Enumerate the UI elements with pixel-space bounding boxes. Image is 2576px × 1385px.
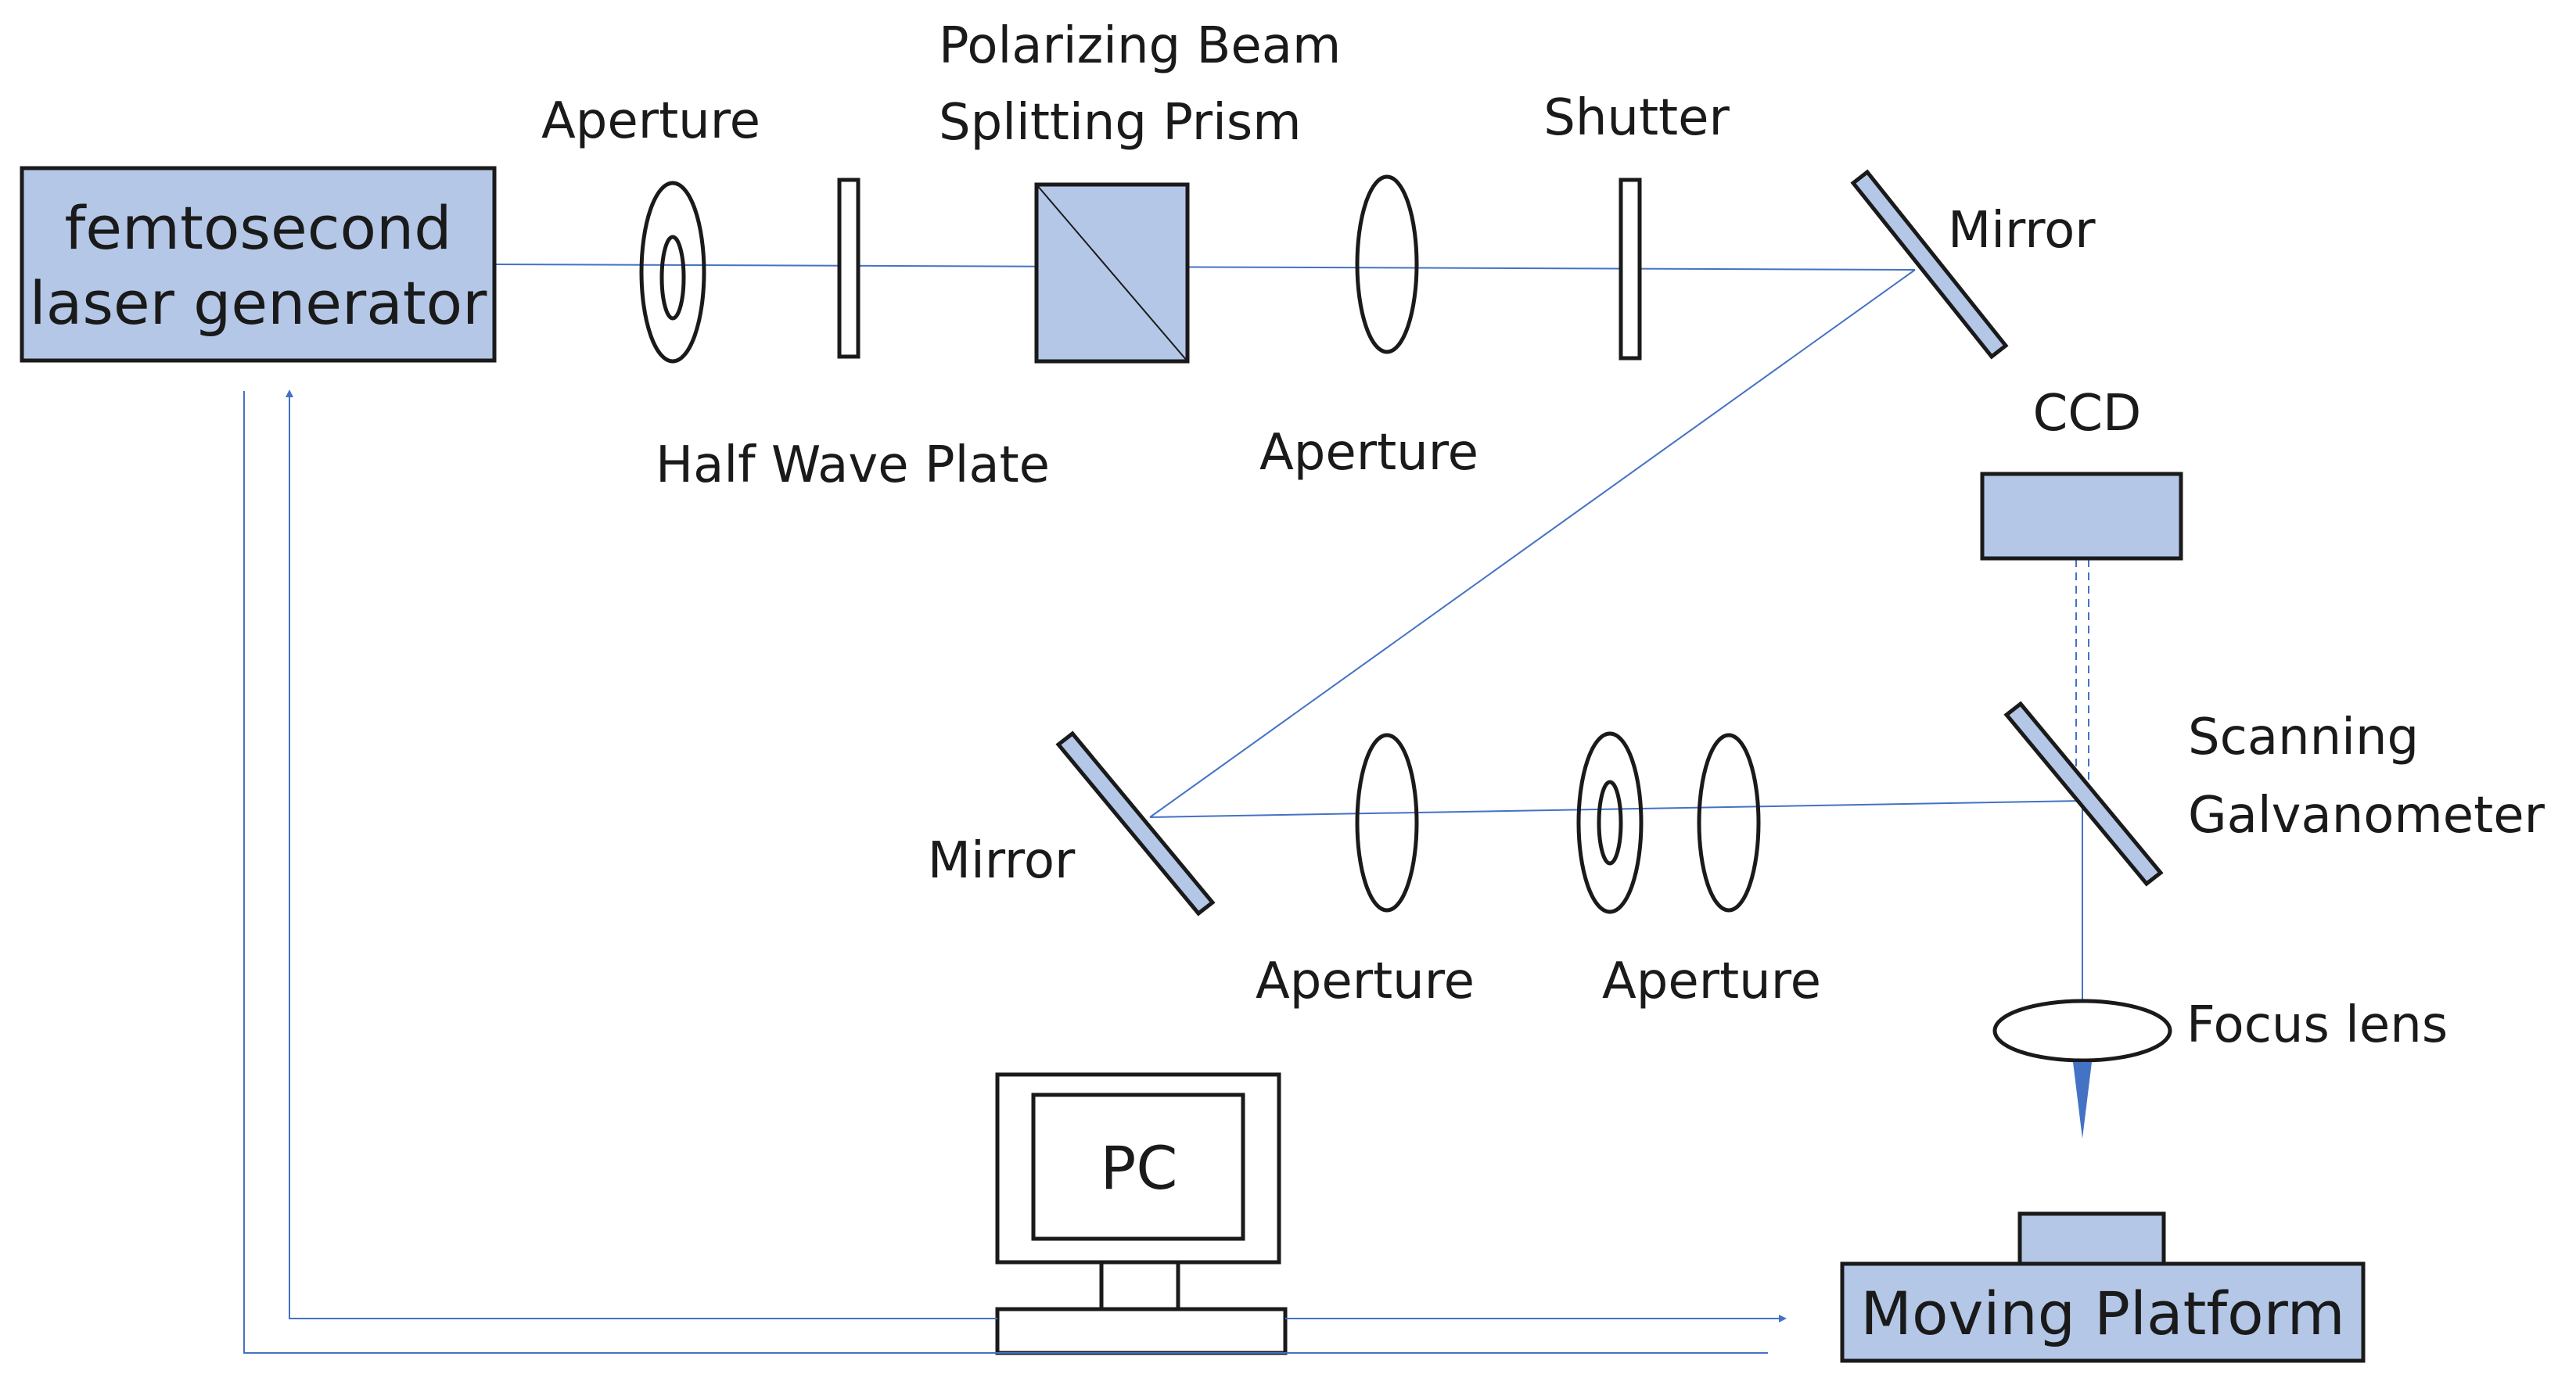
laser-label-line1: femtosecond bbox=[65, 193, 452, 263]
control-line-to-laser bbox=[286, 389, 997, 1319]
control-lines bbox=[243, 389, 1787, 1354]
shutter-label: Shutter bbox=[1543, 89, 1730, 147]
control-line-outer bbox=[243, 391, 1768, 1354]
focus-lens: Focus lens bbox=[1992, 996, 2448, 1139]
aperture-3: Aperture bbox=[1256, 733, 1475, 1010]
moving-platform: Moving Platform bbox=[1840, 1211, 2366, 1363]
shutter: Shutter bbox=[1543, 89, 1730, 361]
beam-lower bbox=[1149, 800, 2083, 818]
focus-lens-label: Focus lens bbox=[2186, 996, 2448, 1054]
mirror-2-label: Mirror bbox=[928, 832, 1076, 890]
mirror-1: Mirror bbox=[1850, 169, 2096, 360]
beam-paths bbox=[494, 264, 2089, 999]
aperture-1: Aperture bbox=[541, 92, 760, 364]
platform-label: Moving Platform bbox=[1860, 1279, 2344, 1348]
galvo-label-line1: Scanning bbox=[2188, 709, 2419, 766]
focused-beam-cone bbox=[2073, 1062, 2092, 1139]
prism-label-line2: Splitting Prism bbox=[939, 94, 1302, 152]
pc: PC bbox=[995, 1072, 1288, 1355]
ccd-label: CCD bbox=[2033, 385, 2142, 443]
aperture-2-label: Aperture bbox=[1259, 424, 1478, 482]
half-wave-plate: Half Wave Plate bbox=[656, 178, 1050, 494]
pc-label: PC bbox=[1101, 1133, 1178, 1203]
beam-main bbox=[494, 264, 1916, 271]
prism-label-line1: Polarizing Beam bbox=[939, 17, 1341, 75]
aperture-1-label: Aperture bbox=[541, 92, 760, 150]
laser-label-line2: laser generator bbox=[30, 268, 487, 338]
beam-splitting-prism: Polarizing Beam Splitting Prism bbox=[939, 17, 1341, 364]
aperture-2: Aperture bbox=[1259, 174, 1478, 482]
laser-generator: femtosecond laser generator bbox=[20, 166, 497, 363]
beam-diagonal bbox=[1149, 269, 1916, 818]
mirror-2: Mirror bbox=[928, 730, 1216, 917]
galvo-label-line2: Galvanometer bbox=[2188, 787, 2545, 845]
mirror-1-label: Mirror bbox=[1948, 202, 2096, 260]
aperture-4: Aperture bbox=[1576, 731, 1821, 1010]
ccd-camera: CCD bbox=[1980, 385, 2183, 561]
scanning-galvanometer: Scanning Galvanometer bbox=[2003, 701, 2545, 887]
half-wave-plate-label: Half Wave Plate bbox=[656, 436, 1050, 494]
aperture-4-label: Aperture bbox=[1602, 953, 1821, 1010]
aperture-3-label: Aperture bbox=[1256, 953, 1475, 1010]
